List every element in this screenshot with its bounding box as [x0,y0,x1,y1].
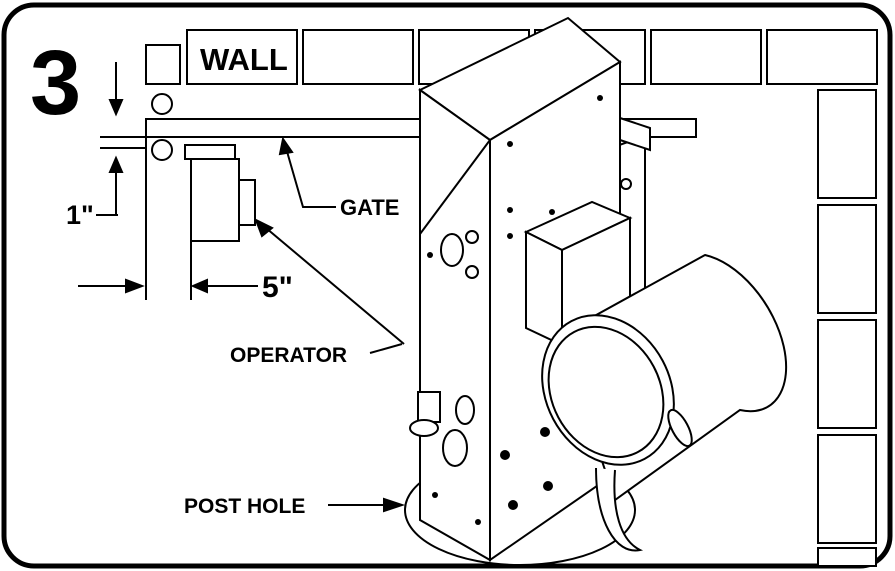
wall-label: WALL [200,42,288,77]
post-hole-leader [328,497,406,513]
motor-housing [541,253,788,552]
junction-box [523,200,633,347]
gate-label: GATE [340,195,399,220]
post-hole-label: POST HOLE [184,495,305,518]
post-bolts [427,95,603,525]
post-fittings [409,230,479,467]
dimension-offset [78,241,258,300]
operator-bracket [184,144,256,242]
operator-leader [254,217,405,354]
dimension-gap-label: 1" [66,200,94,230]
dimension-offset-label: 5" [262,271,293,304]
operator-label: OPERATOR [230,344,347,367]
gate-rollers [145,93,173,297]
gate-leader [278,136,336,208]
step-number: 3 [30,32,81,134]
dimension-gap [96,62,146,216]
wall-right [817,89,877,567]
